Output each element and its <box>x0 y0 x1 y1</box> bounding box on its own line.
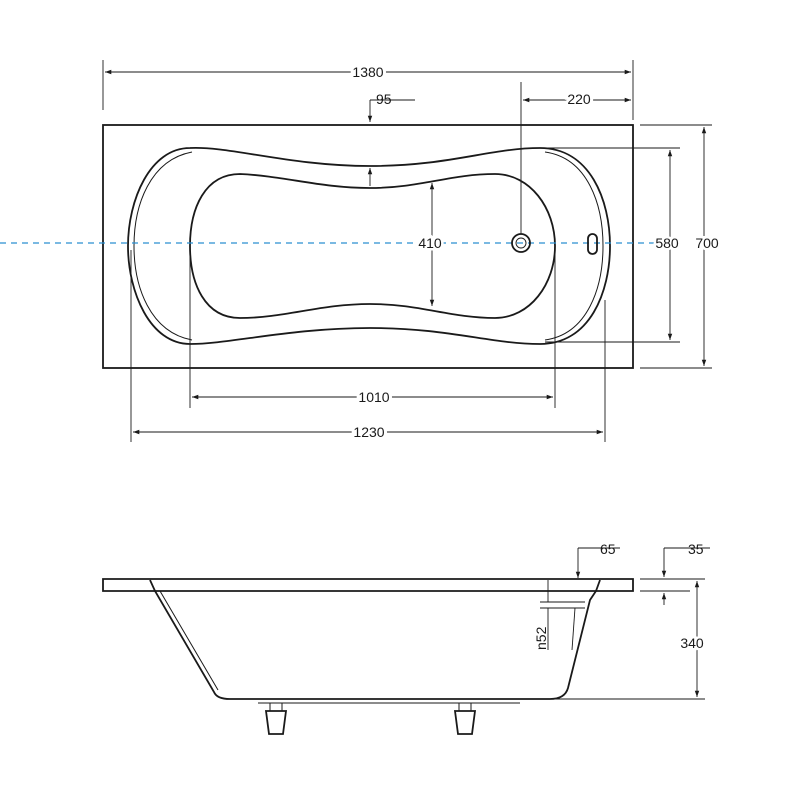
dim-inner-length: 1230 <box>353 424 384 440</box>
dim-inner-width: 580 <box>655 235 679 251</box>
tub-outer-rim <box>102 124 634 369</box>
dim-length: 1380 <box>352 64 383 80</box>
dim-edge: 35 <box>688 541 704 557</box>
dim-outer-width: 700 <box>695 235 719 251</box>
dim-rim: 65 <box>600 541 616 557</box>
foot-right <box>453 702 477 735</box>
dim-drain-offset: 220 <box>567 91 591 107</box>
dim-overflow: n52 <box>533 626 549 650</box>
dim-bottom-length: 1010 <box>358 389 389 405</box>
foot-left <box>264 702 288 735</box>
tub-basin-outline <box>127 146 611 345</box>
dim-inner-depth: 410 <box>418 235 442 251</box>
tub-basin-edge-right <box>544 151 604 341</box>
overflow-icon <box>587 233 598 255</box>
dim-depth: 340 <box>680 635 704 651</box>
side-view: 65 35 n52 340 <box>102 541 710 735</box>
dim-overflow-offset: 95 <box>376 91 392 107</box>
tub-basin-edge <box>133 151 193 341</box>
tub-bottom-outline <box>189 173 556 319</box>
top-view: 1380 95 220 410 580 700 1010 1230 <box>0 60 721 443</box>
tub-side-rim <box>102 578 634 592</box>
